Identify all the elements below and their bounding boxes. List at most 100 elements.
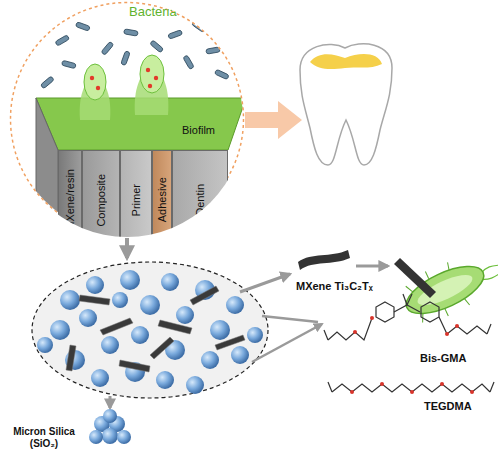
- oxygen-dots: [350, 382, 474, 394]
- bacteria-rods: [40, 20, 229, 88]
- sphere: [60, 290, 80, 310]
- biofilm-label: Biofilm: [182, 124, 232, 137]
- sphere: [156, 371, 174, 389]
- mxene-flakes: [66, 286, 245, 372]
- sphere: [131, 326, 149, 344]
- material-label: MXene Ti₃C₂Tₓ: [296, 280, 396, 293]
- spike: [446, 262, 451, 270]
- oxygen: [440, 382, 444, 386]
- material-label: Micron Silica (SiO₂): [2, 426, 86, 450]
- ring: [376, 302, 394, 322]
- sphere: [91, 369, 109, 387]
- double-bond: [487, 324, 491, 334]
- oxygen: [445, 332, 449, 336]
- layer-box: MXene/resin: [58, 150, 82, 237]
- sphere: [231, 346, 249, 364]
- rod: [206, 47, 221, 54]
- down-arrow: [109, 396, 112, 408]
- rod: [124, 29, 139, 36]
- layer-box: Adhesive: [152, 150, 172, 237]
- cell-body: [400, 257, 490, 323]
- sphere: [102, 428, 118, 444]
- double-bond: [328, 382, 332, 392]
- layer-label: MXene/resin: [64, 169, 76, 231]
- rod: [61, 60, 76, 68]
- arrow: [356, 265, 388, 268]
- sphere: [89, 430, 103, 444]
- node-title: Bacteria: [129, 4, 177, 19]
- sphere: [161, 273, 179, 291]
- rod: [121, 51, 130, 66]
- sphere: [247, 327, 263, 343]
- red-dot: [154, 76, 158, 80]
- arrow: [240, 274, 290, 292]
- rod: [40, 76, 54, 89]
- oxygen: [353, 330, 357, 334]
- orange-arrow: [245, 101, 302, 139]
- circle-scene: [36, 20, 246, 250]
- layer-box: Primer: [120, 150, 152, 237]
- spike: [406, 285, 413, 294]
- red-dot: [90, 76, 94, 80]
- cell-spikes: [404, 261, 470, 327]
- methyl: [407, 294, 412, 305]
- bacterium: [396, 234, 498, 330]
- silica-cluster: [89, 409, 131, 444]
- sphere: [186, 376, 204, 394]
- oxygen: [380, 382, 384, 386]
- bridge: [394, 305, 420, 312]
- flake: [66, 345, 76, 371]
- sphere: [103, 409, 117, 423]
- oxygen: [350, 390, 354, 394]
- sphere: [112, 292, 128, 308]
- spike: [445, 309, 448, 316]
- chain: [328, 318, 372, 340]
- flake: [150, 337, 174, 359]
- chain: [439, 317, 487, 334]
- sphere: [226, 296, 244, 314]
- block-side: [36, 98, 58, 250]
- bacterium-burst: [84, 64, 106, 100]
- rod: [168, 30, 183, 39]
- sphere: [117, 430, 131, 444]
- red-dot: [148, 84, 152, 88]
- silica-spheres: [37, 270, 263, 394]
- sphere: [176, 306, 194, 324]
- oxygen: [470, 390, 474, 394]
- layer-label: Primer: [130, 184, 142, 216]
- flake: [100, 318, 133, 335]
- flake: [119, 360, 150, 372]
- arrow-line: [262, 316, 318, 322]
- sphere: [201, 351, 219, 369]
- sphere: [120, 270, 140, 290]
- sphere: [86, 276, 104, 294]
- flake: [190, 286, 219, 305]
- sphere: [101, 336, 119, 354]
- down-arrow: [125, 238, 129, 258]
- bacterium-burst: [140, 55, 164, 93]
- sphere: [210, 320, 230, 340]
- arrow: [252, 324, 322, 362]
- oxygen: [455, 324, 459, 328]
- tooth-restoration: [310, 54, 382, 69]
- rod: [214, 69, 229, 79]
- ring: [421, 302, 439, 322]
- oxygen: [410, 390, 414, 394]
- layer-box: Composite: [82, 150, 120, 237]
- layer-label: Adhesive: [156, 177, 168, 222]
- rod: [75, 22, 90, 31]
- spike: [464, 298, 469, 306]
- double-bond: [324, 330, 328, 340]
- layer-label: Composite: [95, 174, 107, 227]
- piercing-flake: [394, 258, 436, 298]
- rod: [183, 55, 194, 70]
- oxygen: [370, 316, 374, 320]
- dashed-circle-callout: BacteriaMXene/resin Composite Primer Adhesi…: [9, 1, 245, 237]
- rod: [101, 41, 114, 55]
- sphere: [79, 309, 97, 327]
- spike: [425, 272, 428, 279]
- layer-label: Dentin: [194, 184, 206, 216]
- sphere: [140, 295, 160, 315]
- tooth: [300, 44, 392, 165]
